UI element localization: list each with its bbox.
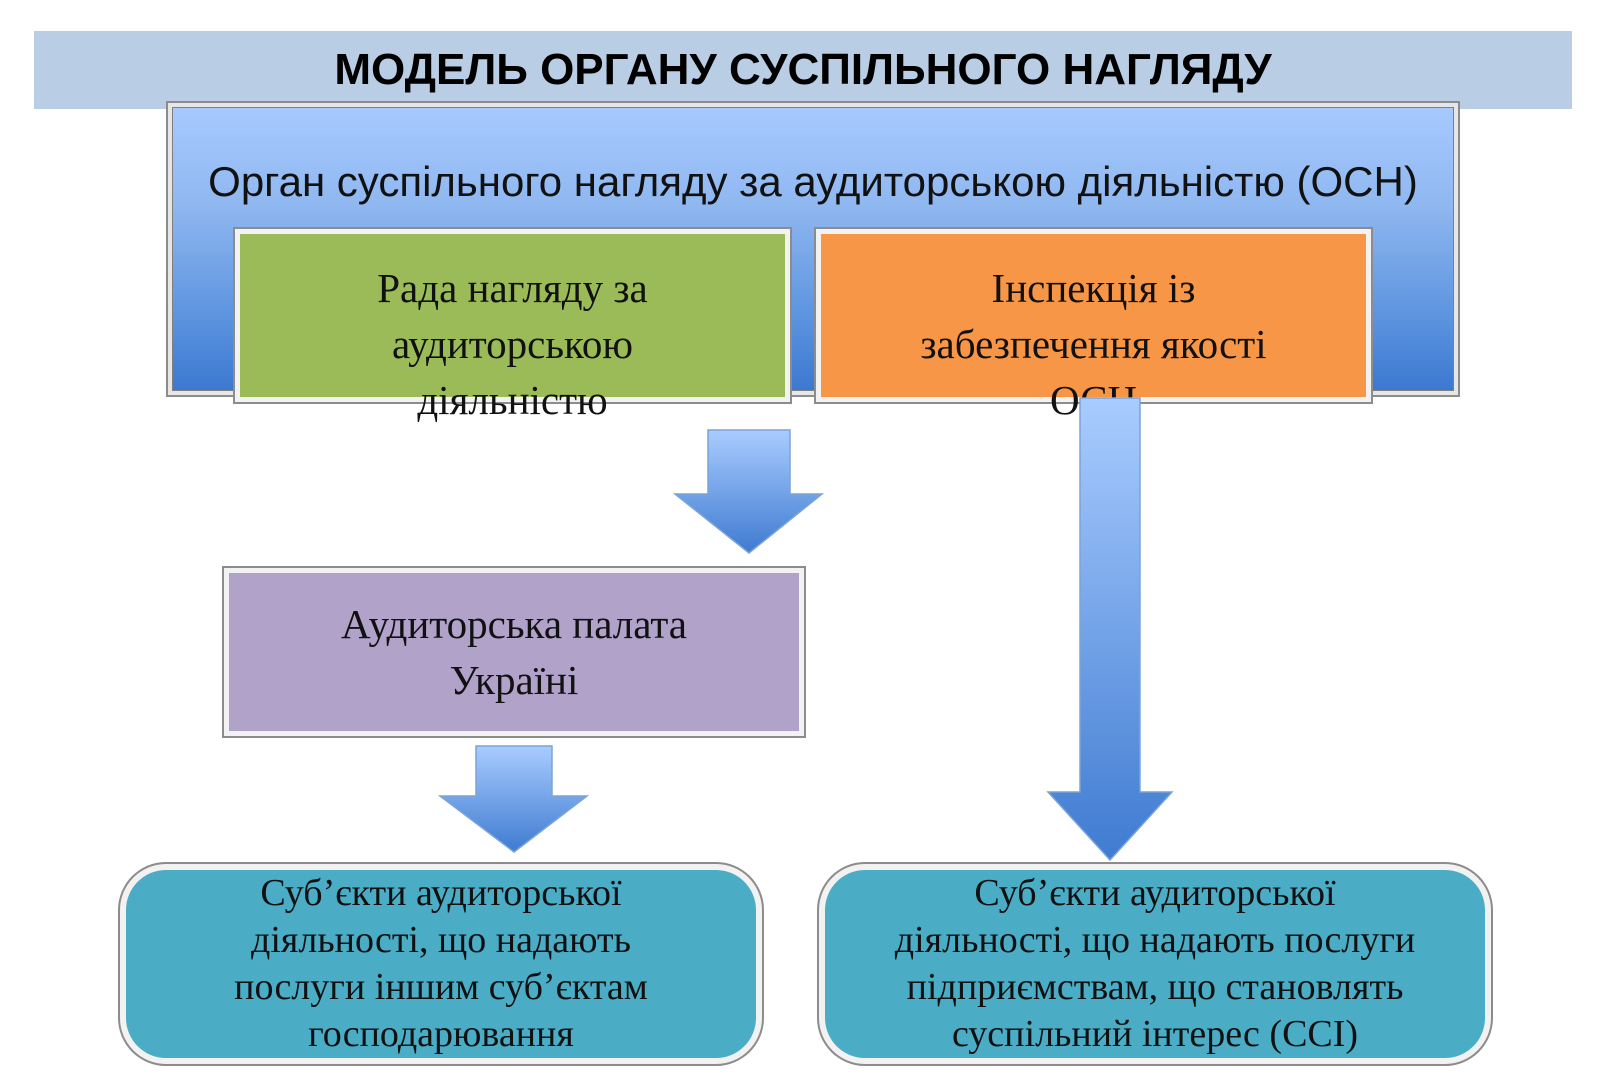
chamber-label: Аудиторська палата Україні (340, 601, 688, 703)
entities-other-label: Суб’єкти аудиторської діяльності, що над… (234, 872, 648, 1055)
entities-pie-box: Суб’єкти аудиторської діяльності, що над… (825, 870, 1485, 1058)
council-box: Рада нагляду за аудиторською діяльністю (240, 234, 785, 423)
arrow-council-to-chamber (672, 429, 825, 554)
chamber-box: Аудиторська палата Україні (229, 573, 799, 731)
page-title: МОДЕЛЬ ОРГАНУ СУСПІЛЬНОГО НАГЛЯДУ (334, 45, 1272, 94)
arrow-chamber-to-entities (437, 745, 590, 853)
entities-other-box: Суб’єкти аудиторської діяльності, що над… (126, 870, 756, 1058)
council-label: Рада нагляду за аудиторською діяльністю (377, 265, 648, 423)
arrow-inspection-to-entities (1046, 397, 1174, 862)
osn-label: Орган суспільного нагляду за аудиторсько… (208, 158, 1418, 205)
inspection-label: Інспекція із забезпечення якості ОСН (920, 265, 1267, 423)
title-bar: МОДЕЛЬ ОРГАНУ СУСПІЛЬНОГО НАГЛЯДУ (34, 31, 1572, 109)
inspection-box: Інспекція із забезпечення якості ОСН (821, 234, 1366, 423)
entities-pie-label: Суб’єкти аудиторської діяльності, що над… (894, 872, 1416, 1055)
